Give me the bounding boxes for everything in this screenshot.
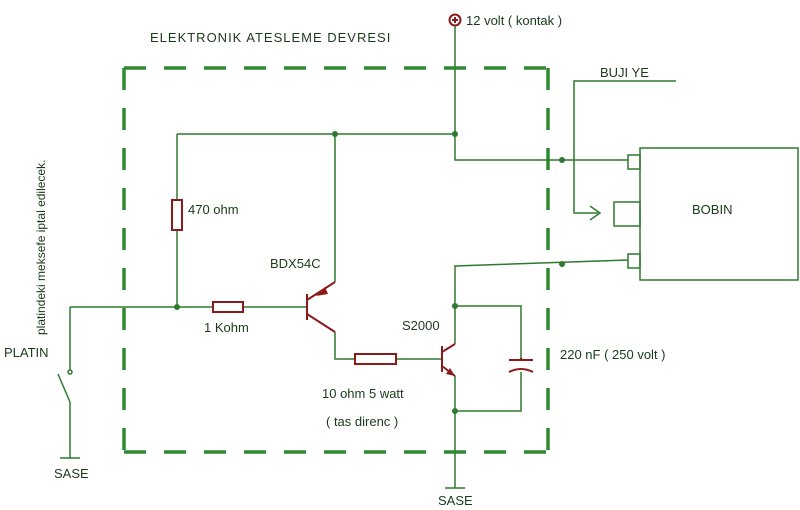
resistor-10-note: ( tas direnc ) [326,414,398,429]
resistor-470-label: 470 ohm [188,202,239,217]
capacitor-220nf-icon [508,358,534,373]
transistor-s2000-label: S2000 [402,318,440,333]
transistor-bdx54c-icon [306,281,336,333]
platin-note: platindeki meksefe iptal edilecek. [34,160,48,335]
supply-terminal-icon [448,13,462,27]
capacitor-label: 220 nF ( 250 volt ) [560,347,666,362]
resistor-10-ohm [354,353,397,365]
resistor-1k-ohm [212,301,244,313]
ignition-coil [613,147,799,281]
resistor-10-label: 10 ohm 5 watt [322,386,404,401]
spark-output-arrow-icon [589,205,602,221]
ground-bottom-label: SASE [438,493,473,508]
resistor-470-ohm [171,199,183,231]
transistor-bdx54c-label: BDX54C [270,256,321,271]
wires [57,26,676,488]
supply-label: 12 volt ( kontak ) [466,13,562,28]
circuit-title: ELEKTRONIK ATESLEME DEVRESI [150,30,391,45]
spark-plug-label: BUJI YE [600,65,649,80]
transistor-s2000-icon [441,343,456,377]
junction-nodes [174,131,565,414]
platin-label: PLATIN [4,345,49,360]
circuit-enclosure [122,66,550,454]
ground-left-label: SASE [54,466,89,481]
coil-label: BOBIN [692,202,732,217]
resistor-1k-label: 1 Kohm [204,320,249,335]
platin-contact-icon [67,369,73,375]
